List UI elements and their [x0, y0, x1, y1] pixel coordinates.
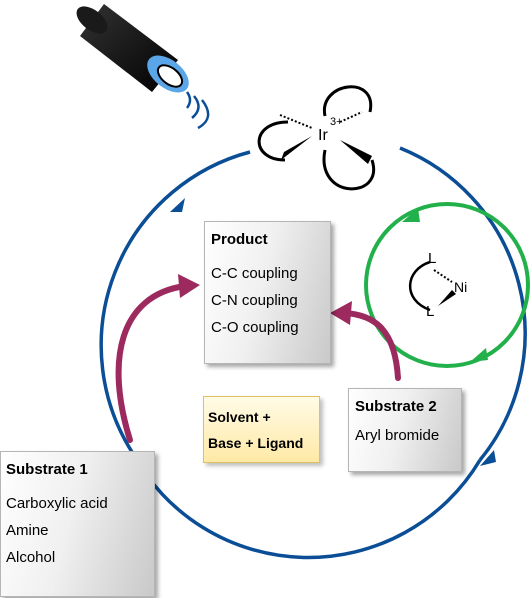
- substrate1-item: Alcohol: [6, 549, 56, 566]
- product-item: C-N coupling: [211, 292, 298, 309]
- nickel-complex-icon: L Ni L: [408, 250, 467, 320]
- substrate1-item: Carboxylic acid: [6, 495, 108, 512]
- lamp-icon: [76, 4, 210, 130]
- nickel-ligand-top: L: [428, 250, 436, 267]
- substrate1-box: Substrate 1 Carboxylic acid Amine Alcoho…: [0, 451, 155, 597]
- iridium-complex-icon: Ir 3+: [257, 85, 376, 191]
- conditions-line: Solvent +: [208, 409, 271, 425]
- substrate1-arrow: [115, 274, 200, 443]
- substrate2-box: Substrate 2 Aryl bromide: [348, 388, 462, 472]
- outer-cycle-arrowhead-right: [480, 450, 496, 466]
- product-item: C-O coupling: [211, 319, 299, 336]
- conditions-line: Base + Ligand: [208, 435, 304, 451]
- nickel-cycle-arrowhead-top: [402, 208, 420, 222]
- substrate2-arrow: [330, 301, 401, 381]
- iridium-symbol: Ir: [318, 127, 328, 144]
- nickel-cycle-arrowhead-right: [470, 348, 488, 362]
- substrate2-title: Substrate 2: [355, 398, 437, 415]
- nickel-cycle: [364, 202, 530, 368]
- substrate2-item: Aryl bromide: [355, 427, 440, 444]
- substrate1-item: Amine: [6, 522, 49, 539]
- conditions-box: Solvent + Base + Ligand: [203, 396, 320, 463]
- outer-cycle: [99, 146, 527, 560]
- product-title: Product: [211, 231, 268, 248]
- substrate1-title: Substrate 1: [6, 461, 88, 478]
- iridium-charge: 3+: [330, 116, 343, 128]
- nickel-symbol: Ni: [454, 279, 467, 295]
- product-item: C-C coupling: [211, 265, 298, 282]
- product-box: Product C-C coupling C-N coupling C-O co…: [204, 221, 331, 364]
- outer-cycle-arrowhead-top: [170, 198, 185, 212]
- nickel-ligand-bottom: L: [426, 303, 434, 320]
